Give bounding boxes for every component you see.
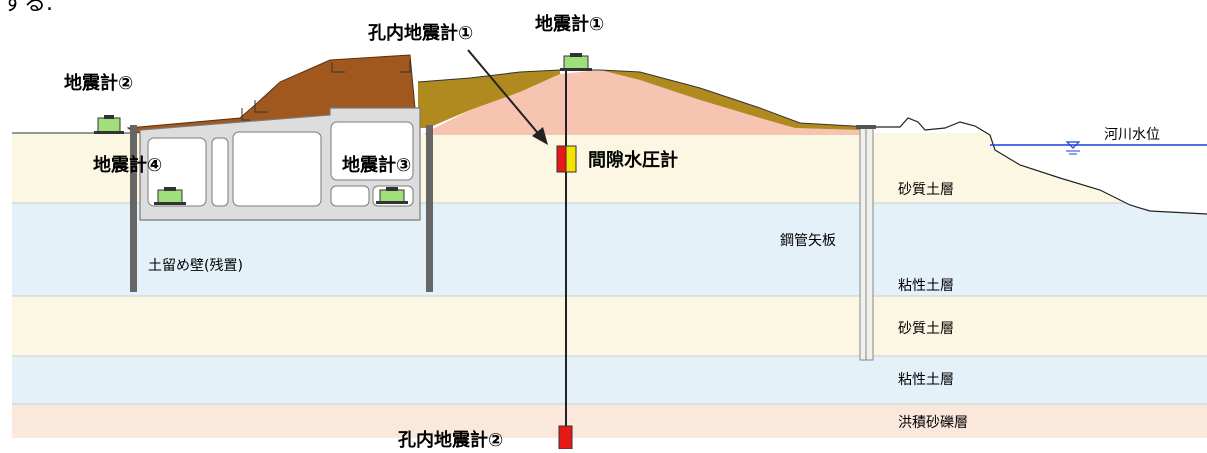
label-borehole-seismometer-1: 孔内地震計① — [368, 22, 473, 44]
layer-label: 砂質土層 — [898, 321, 954, 337]
embankment-cover-left — [418, 70, 560, 128]
layer-gravel — [12, 404, 1207, 438]
layer-label: 砂質土層 — [898, 182, 954, 198]
label-piezometer: 間隙水圧計 — [588, 149, 678, 171]
seismometer-icon — [376, 187, 408, 204]
retaining-wall-right — [426, 125, 433, 292]
leader-line — [467, 49, 543, 139]
embankment-outline — [417, 69, 871, 128]
embankment-core — [425, 70, 860, 135]
label-steel-pipe-sheet-pile: 鋼管矢板 — [780, 233, 836, 249]
seismometer-icon — [94, 115, 124, 134]
steel-pipe-sheet-pile — [856, 125, 876, 361]
layer-label: 洪積砂礫層 — [898, 415, 968, 431]
layer-sandy-2 — [12, 296, 1207, 356]
header-fragment: する. — [2, 0, 53, 16]
piezometer-icon — [556, 145, 577, 173]
label-borehole-seismometer-2: 孔内地震計② — [398, 429, 503, 449]
label-river-water-level: 河川水位 — [1104, 127, 1160, 143]
layer-clay-2 — [12, 356, 1207, 404]
layer-label: 粘性土層 — [898, 372, 954, 388]
levee-brackets — [241, 60, 411, 121]
borehole-sensor-icon — [558, 425, 573, 450]
retaining-wall-left — [130, 125, 137, 292]
label-seismometer-4: 地震計④ — [93, 154, 162, 176]
seismometer-icon — [560, 53, 592, 71]
riverbank-sky — [870, 118, 1207, 214]
arrow-head — [532, 127, 548, 145]
riverbank-outline — [870, 117, 1207, 215]
water-level-icon — [1065, 141, 1081, 155]
label-seismometer-1: 地震計① — [535, 13, 604, 35]
label-seismometer-2: 地震計② — [64, 72, 133, 94]
label-seismometer-3: 地震計③ — [342, 154, 411, 176]
seismometer-icon — [154, 187, 186, 205]
culvert-structure — [139, 107, 421, 221]
layer-label: 粘性土層 — [898, 278, 954, 294]
label-retaining-wall: 土留め壁(残置) — [148, 258, 243, 274]
